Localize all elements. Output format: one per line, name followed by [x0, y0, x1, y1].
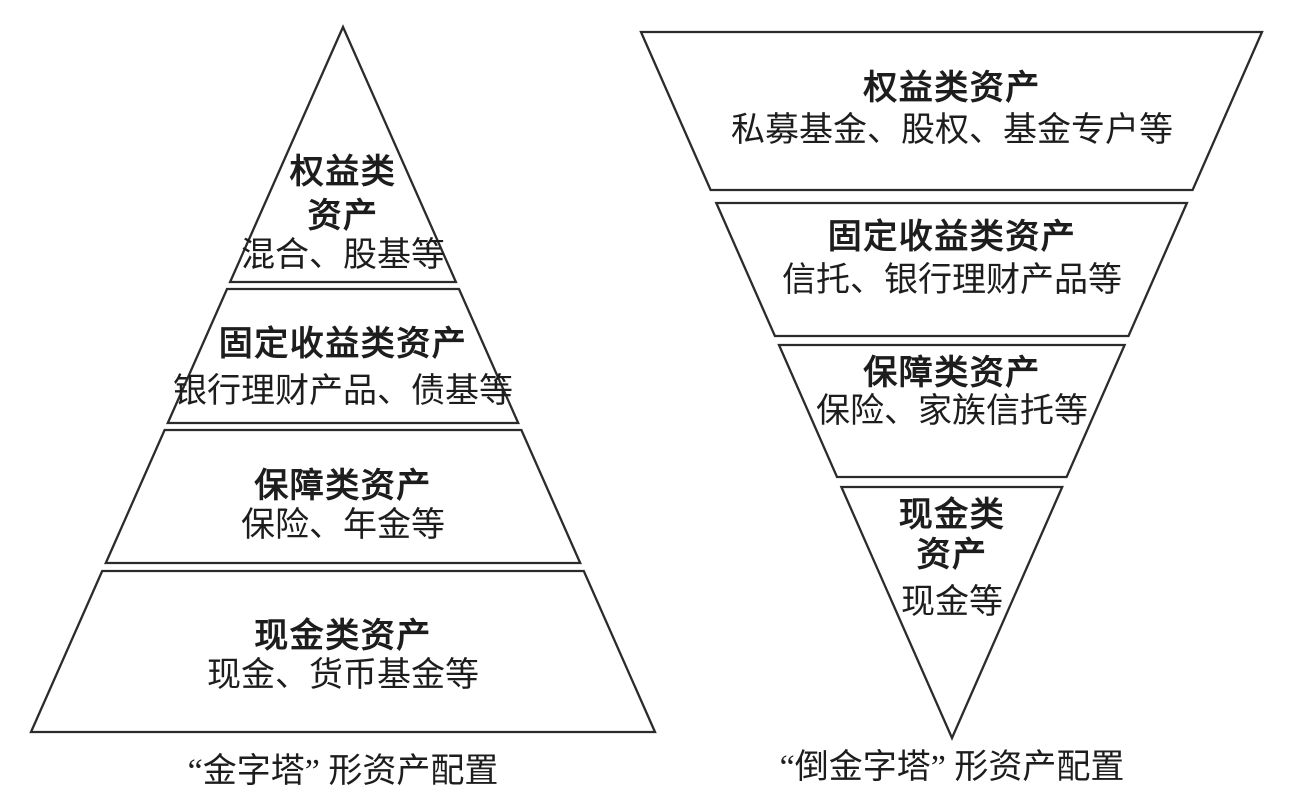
left-layer1-title-line1: 权益类: [289, 153, 397, 191]
left-pyramid-layer-3-shape: [104, 428, 582, 565]
left-layer4-title: 现金类资产: [254, 617, 432, 655]
right-layer2-subtitle: 信托、银行理财产品等: [782, 262, 1122, 299]
left-layer1-subtitle: 混合、股基等: [241, 237, 445, 274]
right-layer1-subtitle: 私募基金、股权、基金专户等: [731, 112, 1173, 149]
right-layer4-title-line1: 现金类: [898, 496, 1006, 534]
right-pyramid-caption: “倒金字塔” 形资产配置: [779, 749, 1125, 786]
right-layer3-title: 保障类资产: [863, 354, 1041, 392]
left-layer1-title-line2: 资产: [307, 197, 379, 235]
right-layer2-title: 固定收益类资产: [827, 218, 1077, 256]
right-pyramid-layer-4-shape: [839, 485, 1064, 741]
right-pyramid-layer-1-shape: [639, 30, 1264, 192]
left-layer4-subtitle: 现金、货币基金等: [207, 657, 479, 694]
left-layer2-title: 固定收益类资产: [218, 325, 468, 363]
left-layer3-subtitle: 保险、年金等: [241, 507, 445, 544]
left-pyramid-caption: “金字塔” 形资产配置: [187, 753, 499, 790]
right-layer3-subtitle: 保险、家族信托等: [816, 393, 1088, 430]
right-pyramid-layer-3-shape: [777, 343, 1127, 479]
right-pyramid-layer-2-shape: [714, 201, 1189, 338]
right-layer1-title: 权益类资产: [863, 69, 1041, 107]
left-pyramid-layer-2-shape: [166, 287, 520, 425]
right-layer4-title-line2: 资产: [916, 536, 988, 574]
left-pyramid-layer-1-shape: [228, 24, 458, 284]
left-layer2-subtitle: 银行理财产品、债基等: [173, 373, 513, 410]
right-layer4-subtitle: 现金等: [901, 584, 1003, 621]
left-pyramid-layer-4-shape: [29, 569, 657, 734]
left-layer3-title: 保障类资产: [254, 467, 432, 505]
